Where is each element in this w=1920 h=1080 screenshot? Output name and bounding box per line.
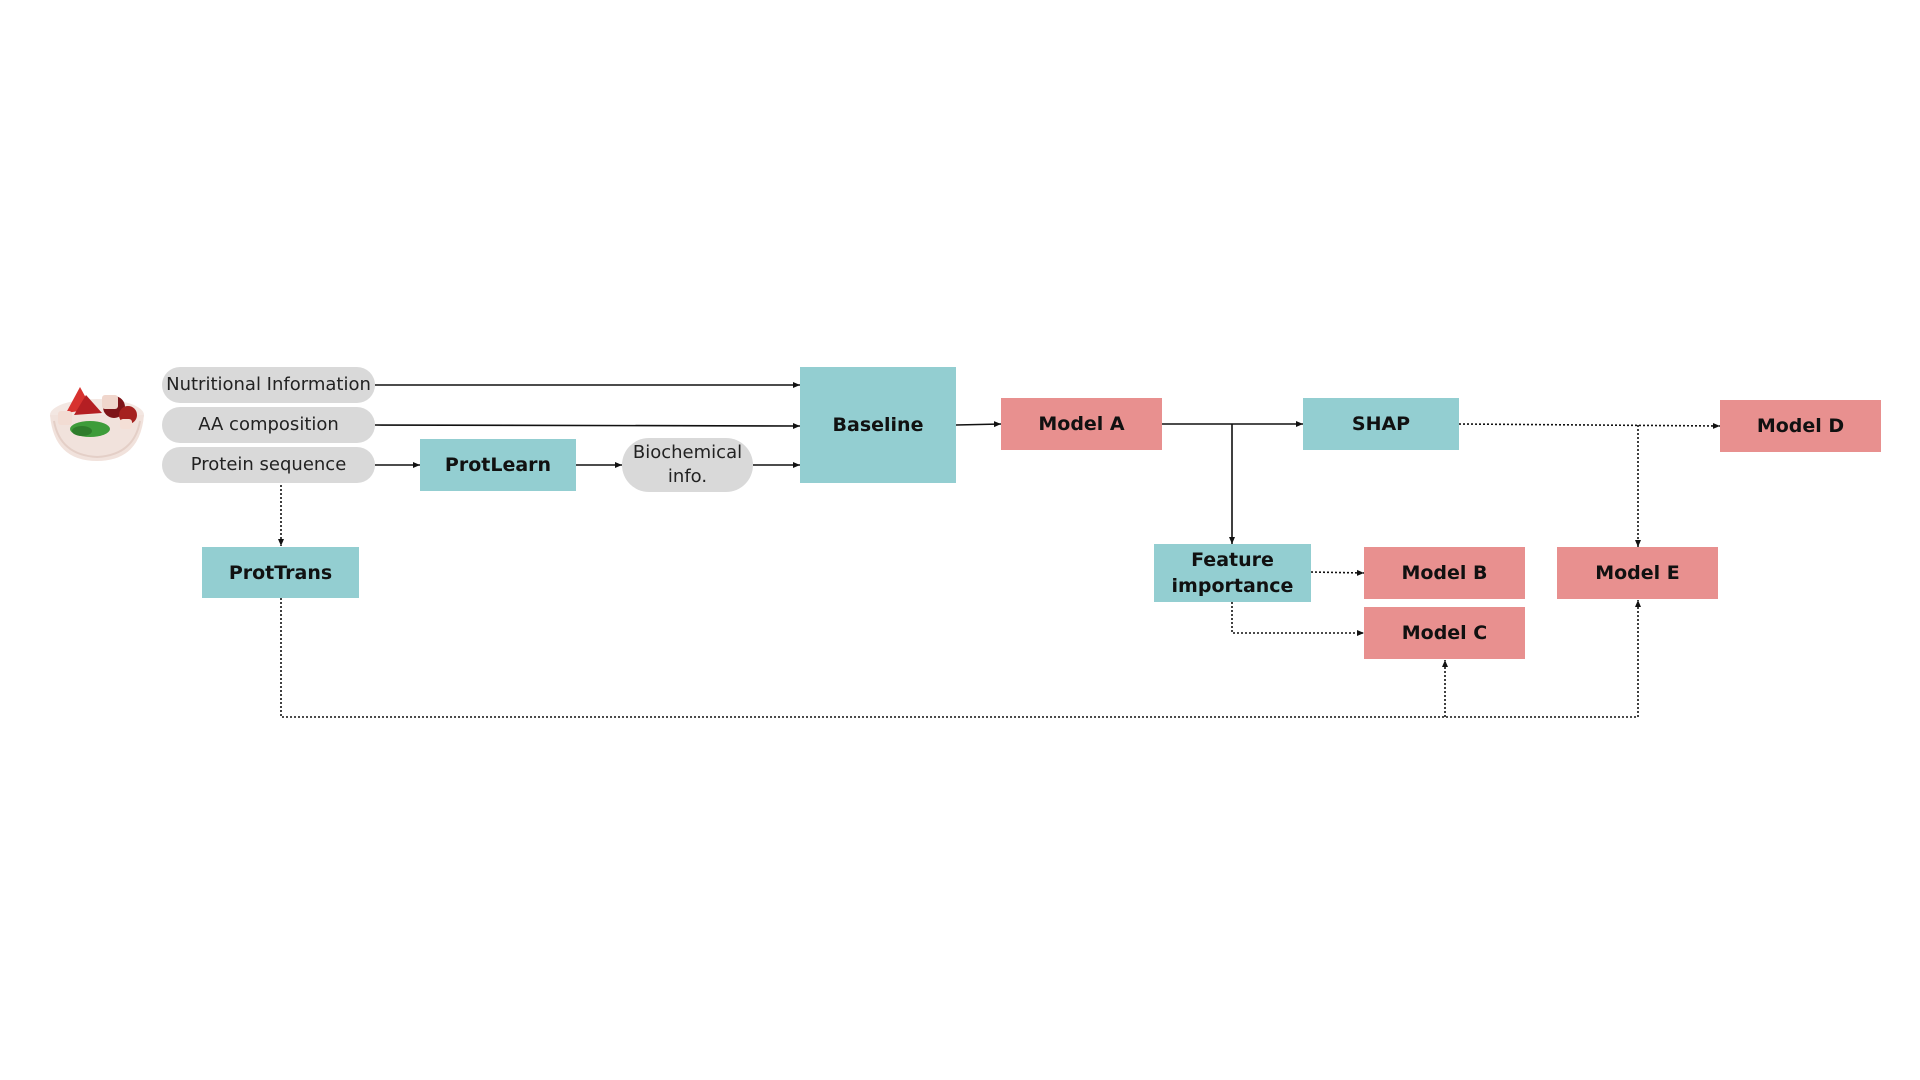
edge-aa-baseline <box>374 422 801 429</box>
edge-shap-modeld <box>1458 422 1721 429</box>
protlearn-node: ProtLearn <box>420 439 576 491</box>
baseline-node: Baseline <box>800 367 956 483</box>
model-e-node: Model E <box>1557 547 1718 599</box>
model-c-node: Model C <box>1364 607 1525 659</box>
prottrans-node: ProtTrans <box>202 547 359 598</box>
aa-composition-node: AA composition <box>162 407 375 443</box>
edge-feature-modelc <box>1231 602 1364 636</box>
nutritional-information-node: Nutritional Information <box>162 367 375 403</box>
salad-bowl-icon <box>50 387 144 461</box>
feature-importance-node: Feature importance <box>1154 544 1311 602</box>
edge-feature-modelb <box>1310 569 1365 576</box>
model-a-node: Model A <box>1001 398 1162 450</box>
model-b-node: Model B <box>1364 547 1525 599</box>
edge-baseline-modela <box>955 421 1002 428</box>
model-d-node: Model D <box>1720 400 1881 452</box>
biochemical-info-node: Biochemical info. <box>622 438 753 492</box>
protein-sequence-node: Protein sequence <box>162 447 375 483</box>
shap-node: SHAP <box>1303 398 1459 450</box>
